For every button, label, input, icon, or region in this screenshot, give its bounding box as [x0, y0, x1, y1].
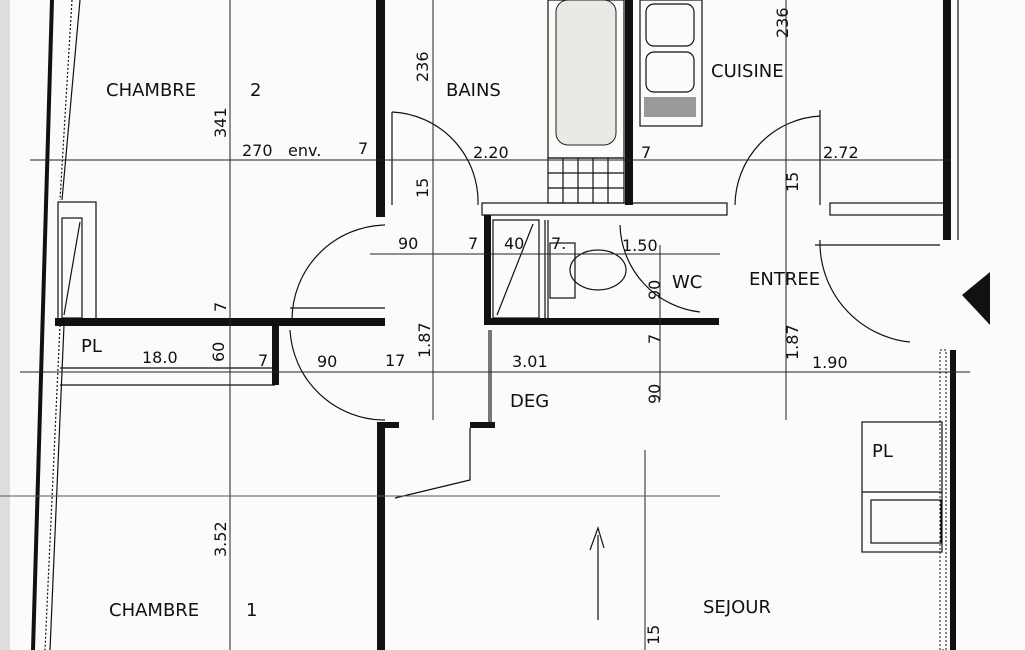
- room-label-cuisine: CUISINE: [711, 61, 784, 82]
- dim-deg-301: 3.01: [512, 352, 548, 371]
- scan-edge: [0, 0, 10, 650]
- dim-ch1-352: 3.52: [211, 521, 230, 557]
- closet-left: [57, 201, 97, 321]
- exterior-wall-left: [31, 0, 81, 650]
- dim-pl-60: 60: [209, 342, 228, 362]
- dim-wall-7b: 7: [641, 143, 651, 162]
- dim-ch2-width: 270: [242, 141, 273, 160]
- entrance-arrow-icon: [962, 272, 990, 325]
- room-number-chambre2: 2: [250, 80, 261, 101]
- room-label-chambre2: CHAMBRE: [106, 80, 196, 101]
- dim-wall-7a: 7: [358, 139, 368, 158]
- dim-wc-40: 40: [504, 234, 524, 253]
- dim-ch2-depth: 341: [211, 107, 230, 138]
- dimension-lines: [0, 0, 970, 650]
- dim-wall-15a: 15: [413, 178, 432, 198]
- dim-door-90a: 90: [398, 234, 418, 253]
- dim-wall-17: 17: [385, 351, 405, 370]
- dim-wc-150: 1.50: [622, 236, 658, 255]
- doors: [289, 110, 940, 499]
- room-label-bains: BAINS: [446, 80, 501, 101]
- dim-wall-7d: 7.: [551, 234, 566, 253]
- room-label-entree: ENTREE: [749, 269, 820, 290]
- room-label-pl-left: PL: [81, 336, 102, 357]
- dim-bains-width: 2.20: [473, 143, 509, 162]
- room-label-pl-right: PL: [872, 441, 893, 462]
- dim-door-90b: 90: [317, 352, 337, 371]
- dim-bains-height: 236: [413, 51, 432, 82]
- dim-wall-7f: 7: [258, 351, 268, 370]
- dim-sejour-15: 15: [644, 625, 663, 645]
- dim-entree-190: 1.90: [812, 353, 848, 372]
- kitchen-sink: [639, 0, 703, 127]
- room-label-wc: WC: [672, 272, 702, 293]
- dim-wall-15b: 15: [783, 172, 802, 192]
- room-label-deg: DEG: [510, 391, 549, 412]
- bath-tiles: [547, 157, 625, 204]
- room-label-chambre1: CHAMBRE: [109, 600, 199, 621]
- dim-deg-187: 1.87: [415, 322, 434, 358]
- dim-pl-180: 18.0: [142, 348, 178, 367]
- dim-deg-90: 90: [645, 384, 664, 404]
- room-label-sejour: SEJOUR: [703, 597, 771, 618]
- toilet: [492, 219, 627, 319]
- dim-wall-7c: 7: [468, 234, 478, 253]
- room-number-chambre1: 1: [246, 600, 257, 621]
- dim-entree-187: 1.87: [783, 324, 802, 360]
- dim-cuisine-height: 236: [773, 7, 792, 38]
- dim-ch2-width-note: env.: [288, 141, 321, 160]
- dim-wc-90: 90: [645, 280, 664, 300]
- bathtub: [547, 0, 625, 159]
- dim-wall-7g: 7: [645, 334, 664, 344]
- dim-wall-7e: 7: [211, 302, 230, 312]
- dim-cuisine-width: 2.72: [823, 143, 859, 162]
- walls: [55, 0, 959, 650]
- closet-right: [861, 421, 943, 553]
